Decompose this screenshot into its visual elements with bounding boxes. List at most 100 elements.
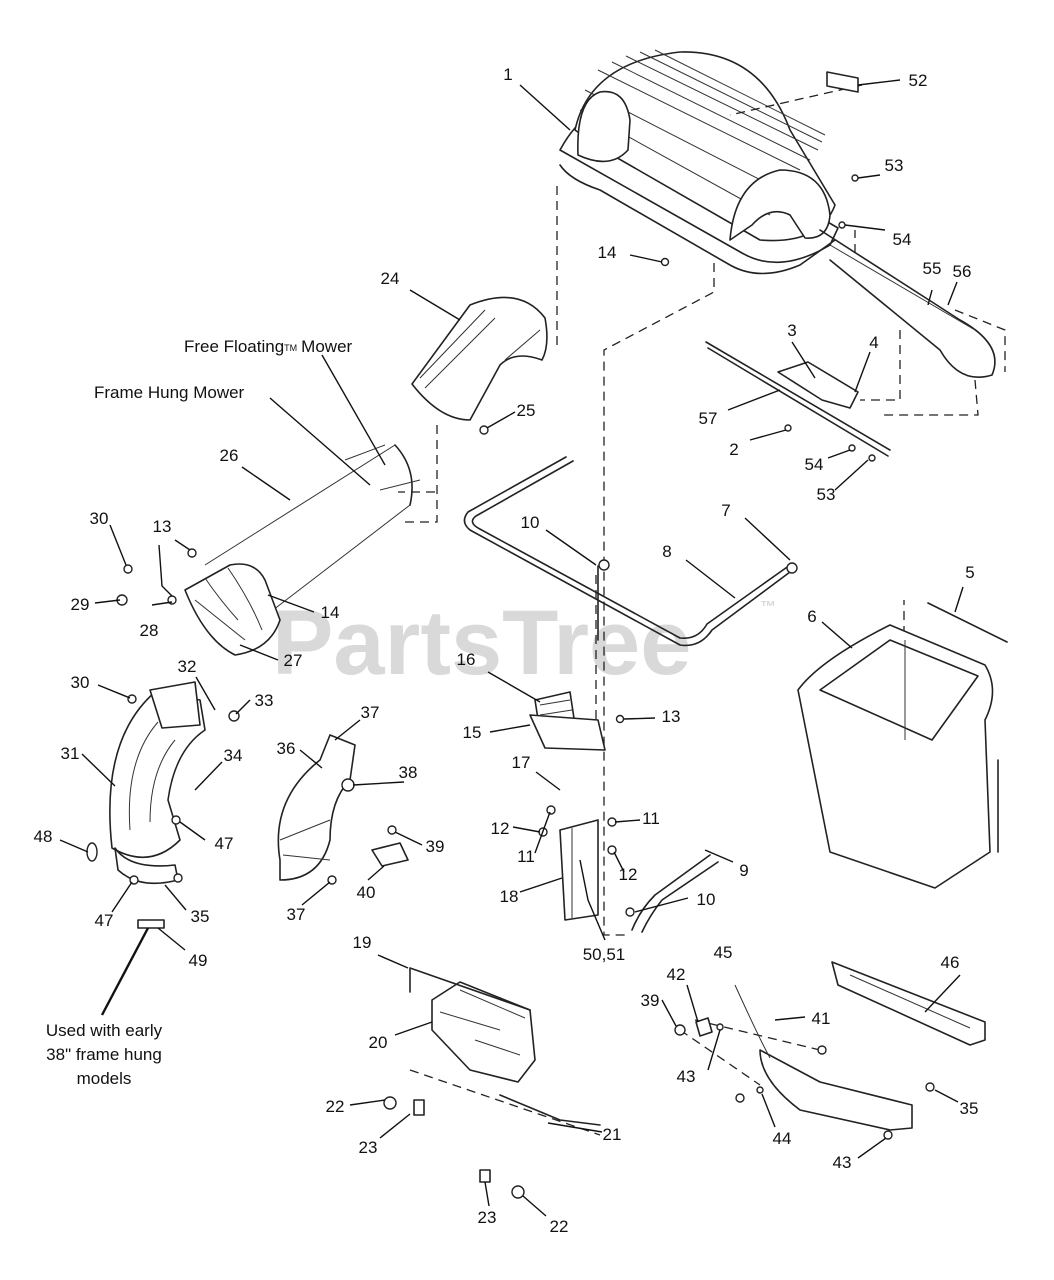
callout-6: 6 [807, 607, 816, 626]
callout-22: 22 [326, 1097, 345, 1116]
callout-45: 45 [714, 943, 733, 962]
callout-5: 5 [965, 563, 974, 582]
callout-25: 25 [517, 401, 536, 420]
watermark: PartsTree ™ [272, 592, 776, 694]
callout-19: 19 [353, 933, 372, 952]
callout-49: 49 [189, 951, 208, 970]
watermark-brand: PartsTree [272, 592, 691, 694]
callout-40: 40 [357, 883, 376, 902]
part-6-bag [797, 624, 999, 889]
callout-22b: 22 [550, 1217, 569, 1236]
diagram-notes: Free FloatingTM Mower Frame Hung Mower Us… [46, 337, 353, 1088]
part-31-chute [109, 681, 206, 885]
callout-13: 13 [153, 517, 172, 536]
callout-21: 21 [603, 1125, 622, 1144]
callout-4: 4 [869, 333, 878, 352]
note-free-floating: Free FloatingTM Mower [184, 337, 353, 356]
part-52-label-plate [826, 71, 859, 93]
callout-1: 1 [503, 65, 512, 84]
callout-42: 42 [667, 965, 686, 984]
part-27-adapter [184, 563, 281, 656]
callout-36: 36 [277, 739, 296, 758]
callout-38: 38 [399, 763, 418, 782]
callout-55: 55 [923, 259, 942, 278]
callout-37b: 37 [287, 905, 306, 924]
callout-52: 52 [909, 71, 928, 90]
callout-43b: 43 [833, 1153, 852, 1172]
callout-2: 2 [729, 440, 738, 459]
note-early-line1: Used with early [46, 1021, 163, 1040]
callout-10b: 10 [697, 890, 716, 909]
callout-13b: 13 [662, 707, 681, 726]
callout-33: 33 [255, 691, 274, 710]
callout-labels: 1 52 53 54 14 55 56 24 3 4 25 57 2 54 53… [34, 65, 979, 1236]
part-46-plate [831, 961, 986, 1046]
part-24-deflector [411, 296, 548, 421]
part-18-support [559, 819, 599, 921]
callout-43: 43 [677, 1067, 696, 1086]
part-57-rod-assembly [705, 341, 891, 457]
callout-48: 48 [34, 827, 53, 846]
part-21-cable [499, 1094, 601, 1126]
callout-30: 30 [90, 509, 109, 528]
callout-31: 31 [61, 744, 80, 763]
hardware-fasteners [86, 174, 935, 1199]
note-early-line2: 38" frame hung [46, 1045, 162, 1064]
callout-56: 56 [953, 262, 972, 281]
callout-12: 12 [491, 819, 510, 838]
callout-46: 46 [941, 953, 960, 972]
note-early-line3: models [77, 1069, 132, 1088]
callout-23b: 23 [478, 1208, 497, 1227]
callout-54: 54 [893, 230, 912, 249]
callout-3: 3 [787, 321, 796, 340]
callout-26: 26 [220, 446, 239, 465]
callout-11b: 11 [642, 809, 660, 828]
callout-24: 24 [381, 269, 400, 288]
callout-50-51: 50,51 [583, 945, 626, 964]
callout-20: 20 [369, 1033, 388, 1052]
part-8-handle-tube [463, 456, 798, 647]
watermark-trademark: ™ [760, 599, 776, 616]
part-20-mounting-bracket [409, 967, 536, 1083]
callout-39: 39 [426, 837, 445, 856]
callout-14: 14 [598, 243, 617, 262]
callout-28: 28 [140, 621, 159, 640]
callout-23: 23 [359, 1138, 378, 1157]
callout-9: 9 [739, 861, 748, 880]
callout-32: 32 [178, 657, 197, 676]
part-45-arm [734, 984, 913, 1131]
callout-12b: 12 [619, 865, 638, 884]
callout-35b: 35 [960, 1099, 979, 1118]
note-free-floating-name: Free Floating [184, 337, 284, 356]
callout-54b: 54 [805, 455, 824, 474]
callout-53b: 53 [817, 485, 836, 504]
callout-18: 18 [500, 887, 519, 906]
part-40-bracket [371, 842, 409, 867]
callout-8: 8 [662, 542, 671, 561]
leader-lines [59, 79, 964, 1217]
note-frame-hung: Frame Hung Mower [94, 383, 245, 402]
callout-41: 41 [812, 1009, 831, 1028]
part-16-hinge-bracket [529, 691, 606, 751]
callout-53: 53 [885, 156, 904, 175]
part-hopper-cover [559, 49, 996, 379]
callout-14b: 14 [321, 603, 340, 622]
callout-16: 16 [457, 650, 476, 669]
callout-15: 15 [463, 723, 482, 742]
note-free-floating-tm: TM [284, 343, 297, 353]
part-38-knob [341, 778, 355, 792]
callout-44: 44 [773, 1129, 792, 1148]
part-36-side-deflector [277, 734, 356, 881]
part-26-chute-tube [204, 444, 421, 621]
callout-30b: 30 [71, 673, 90, 692]
callout-39b: 39 [641, 991, 660, 1010]
callout-47: 47 [215, 834, 234, 853]
callout-27: 27 [284, 651, 303, 670]
callout-37: 37 [361, 703, 380, 722]
callout-47b: 47 [95, 911, 114, 930]
note-free-floating-mower: Mower [301, 337, 352, 356]
callout-10: 10 [521, 513, 540, 532]
callout-11: 11 [517, 847, 535, 866]
callout-29: 29 [71, 595, 90, 614]
